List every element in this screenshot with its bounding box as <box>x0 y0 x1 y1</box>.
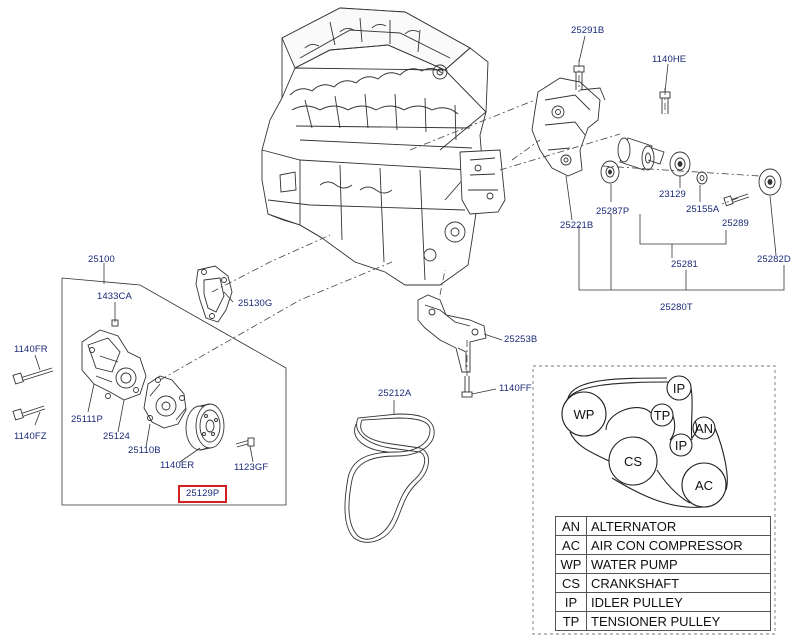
belt-label-an: AN <box>694 421 714 436</box>
pulley-25287p-drawing <box>600 160 620 184</box>
belt-label-cs: CS <box>623 454 643 469</box>
leader-lines <box>34 35 785 506</box>
legend-code: CS <box>555 573 587 593</box>
legend-code: AC <box>555 535 587 555</box>
pulley-25129p-drawing <box>185 403 225 451</box>
label-1123gf: 1123GF <box>234 462 269 473</box>
belt-label-ip-top: IP <box>672 381 686 396</box>
pulley-25282d-drawing <box>758 168 782 196</box>
legend-row: WP WATER PUMP <box>555 554 771 574</box>
label-23129: 23129 <box>659 189 686 200</box>
legend-label: TENSIONER PULLEY <box>586 611 771 631</box>
belt-label-ip-mid: IP <box>674 438 688 453</box>
label-25129p-highlighted[interactable]: 25129P <box>178 485 228 503</box>
bolt-25289-drawing <box>723 193 750 207</box>
belt-label-tp: TP <box>653 408 671 423</box>
belt-legend-table: AN ALTERNATOR AC AIR CON COMPRESSOR WP W… <box>555 516 771 631</box>
bolt-1123gf-drawing <box>235 437 255 448</box>
legend-label: AIR CON COMPRESSOR <box>586 535 771 555</box>
legend-row: TP TENSIONER PULLEY <box>555 611 771 631</box>
bolt-1140fz-drawing <box>12 405 46 421</box>
label-1433ca: 1433CA <box>97 291 132 302</box>
bolt-1140fr-drawing <box>12 367 54 385</box>
belt-label-wp: WP <box>573 407 595 422</box>
belt-routing-box <box>532 365 776 635</box>
belt-25212a-drawing <box>344 413 435 543</box>
water-pump-drawing <box>143 375 187 429</box>
label-25280t: 25280T <box>660 302 693 313</box>
legend-label: WATER PUMP <box>586 554 771 574</box>
legend-code: AN <box>555 516 587 536</box>
legend-row: AC AIR CON COMPRESSOR <box>555 535 771 555</box>
label-25155a: 25155A <box>686 204 720 215</box>
label-1140er: 1140ER <box>160 460 195 471</box>
legend-row: AN ALTERNATOR <box>555 516 771 536</box>
label-25110b: 25110B <box>128 445 161 456</box>
engine-block-drawing <box>261 7 506 286</box>
label-25253b: 25253B <box>504 334 538 345</box>
label-1140fr: 1140FR <box>14 344 48 355</box>
legend-code: WP <box>555 554 587 574</box>
legend-code: IP <box>555 592 587 612</box>
label-25289: 25289 <box>722 218 749 229</box>
label-25287p: 25287P <box>596 206 630 217</box>
label-25100: 25100 <box>88 254 115 265</box>
gasket-25130g-drawing <box>195 265 233 323</box>
tensioner-bracket-drawing <box>531 77 606 177</box>
water-pump-housing-drawing <box>81 329 147 401</box>
legend-code: TP <box>555 611 587 631</box>
label-25124: 25124 <box>103 431 130 442</box>
legend-label: CRANKSHAFT <box>586 573 771 593</box>
bolt-1140ff-drawing <box>461 376 473 398</box>
pulley-cylinder-drawing <box>617 137 665 171</box>
pulley-23129-drawing <box>669 151 691 177</box>
label-25111p: 25111P <box>71 414 103 425</box>
label-25221b: 25221B <box>560 220 594 231</box>
label-25281: 25281 <box>671 259 698 270</box>
label-25130g: 25130G <box>238 298 273 309</box>
belt-label-ac: AC <box>694 478 714 493</box>
washer-25155a-drawing <box>696 171 708 185</box>
label-1140he: 1140HE <box>652 54 687 65</box>
legend-label: IDLER PULLEY <box>586 592 771 612</box>
label-1140ff: 1140FF <box>499 383 532 394</box>
belt-routing-drawing <box>561 375 728 508</box>
legend-row: CS CRANKSHAFT <box>555 573 771 593</box>
bracket-25253b-drawing <box>417 294 487 373</box>
label-1140fz: 1140FZ <box>14 431 47 442</box>
legend-label: ALTERNATOR <box>586 516 771 536</box>
label-25282d: 25282D <box>757 254 791 265</box>
exploded-view-lines <box>159 60 761 381</box>
legend-row: IP IDLER PULLEY <box>555 592 771 612</box>
label-25291b: 25291B <box>571 25 605 36</box>
label-25212a: 25212A <box>378 388 412 399</box>
